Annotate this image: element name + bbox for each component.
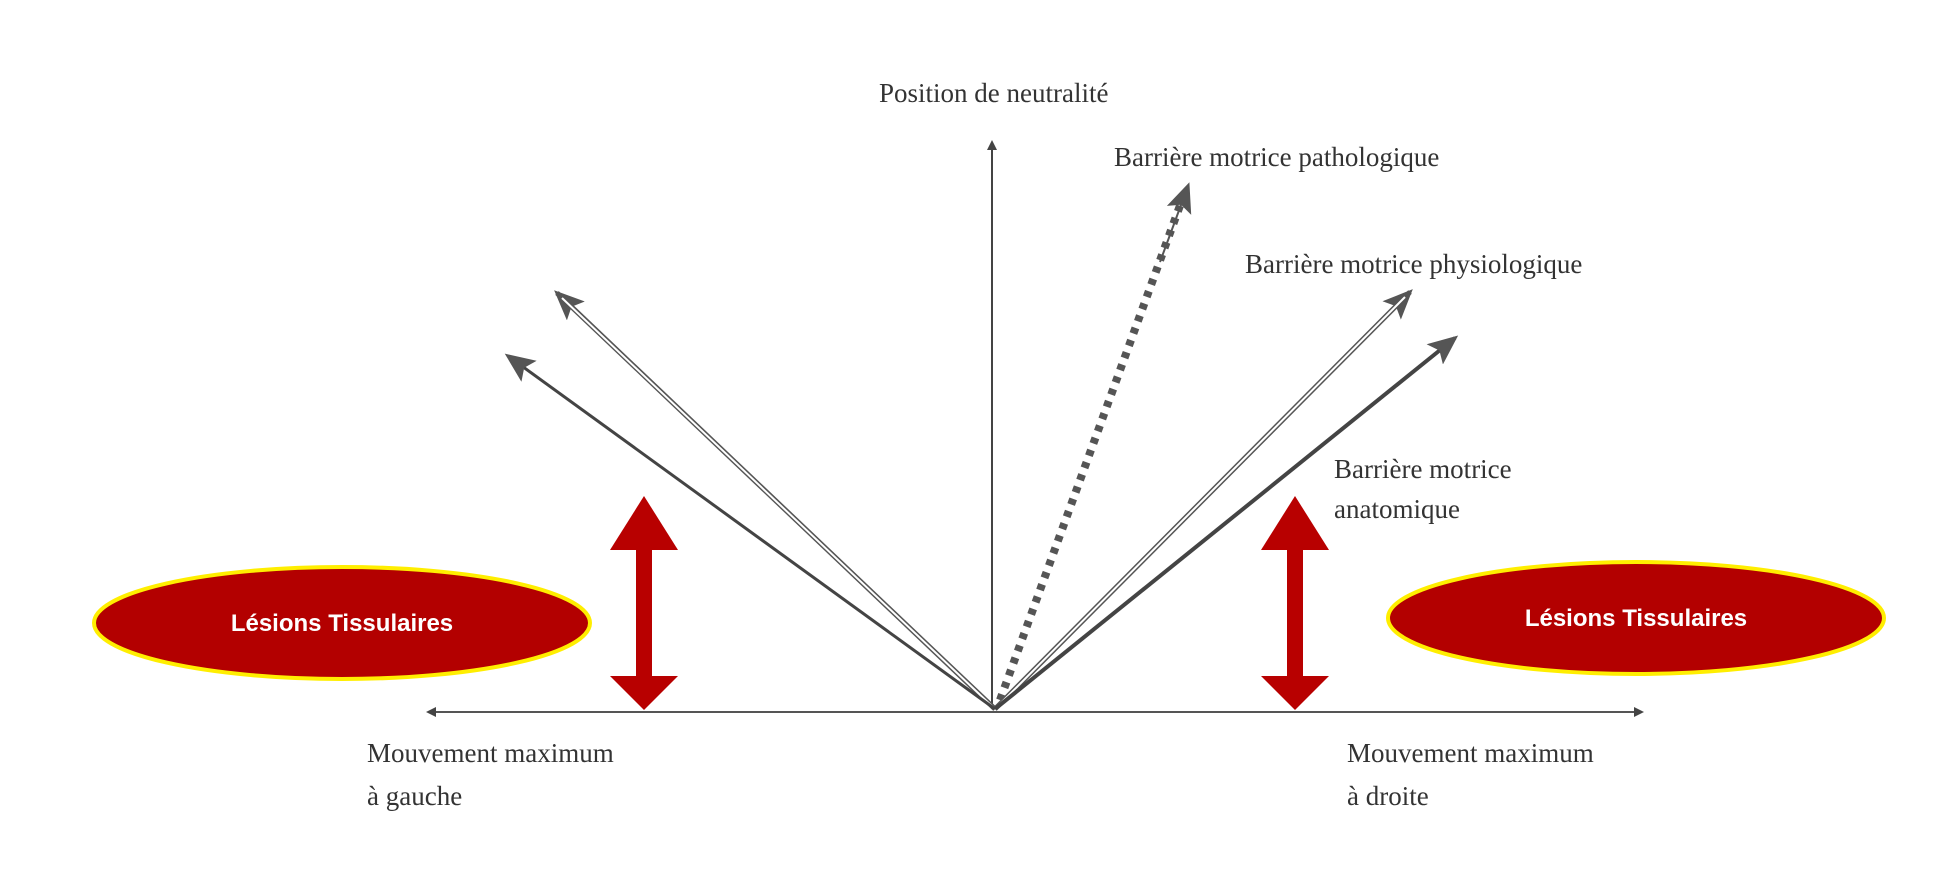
- anatomical-barrier-arrow-left: [504, 353, 996, 711]
- max-left-label-2: à gauche: [367, 781, 462, 811]
- max-right-label-1: Mouvement maximum: [1347, 738, 1594, 768]
- lesions-ellipse-left: [92, 565, 592, 681]
- red-double-arrow-left: [610, 496, 678, 710]
- anatomical-barrier-arrow-right: [993, 335, 1459, 711]
- max-left-label-1: Mouvement maximum: [367, 738, 614, 768]
- neutral-position-label: Position de neutralité: [879, 78, 1108, 108]
- pathological-arrowhead: [1159, 182, 1192, 263]
- pathological-barrier-label: Barrière motrice pathologique: [1114, 142, 1439, 172]
- anatomical-barrier-label-2: anatomique: [1334, 494, 1460, 524]
- max-right-label-2: à droite: [1347, 781, 1429, 811]
- lesions-label-right: Lésions Tissulaires: [1525, 605, 1747, 632]
- red-double-arrow-right: [1261, 496, 1329, 710]
- physiological-barrier-label: Barrière motrice physiologique: [1245, 249, 1582, 279]
- lesions-label-left: Lésions Tissulaires: [231, 610, 453, 637]
- pathological-barrier-arrow: [996, 198, 1186, 702]
- anatomical-barrier-label-1: Barrière motrice: [1334, 454, 1512, 484]
- lesions-ellipse-right: [1386, 560, 1886, 676]
